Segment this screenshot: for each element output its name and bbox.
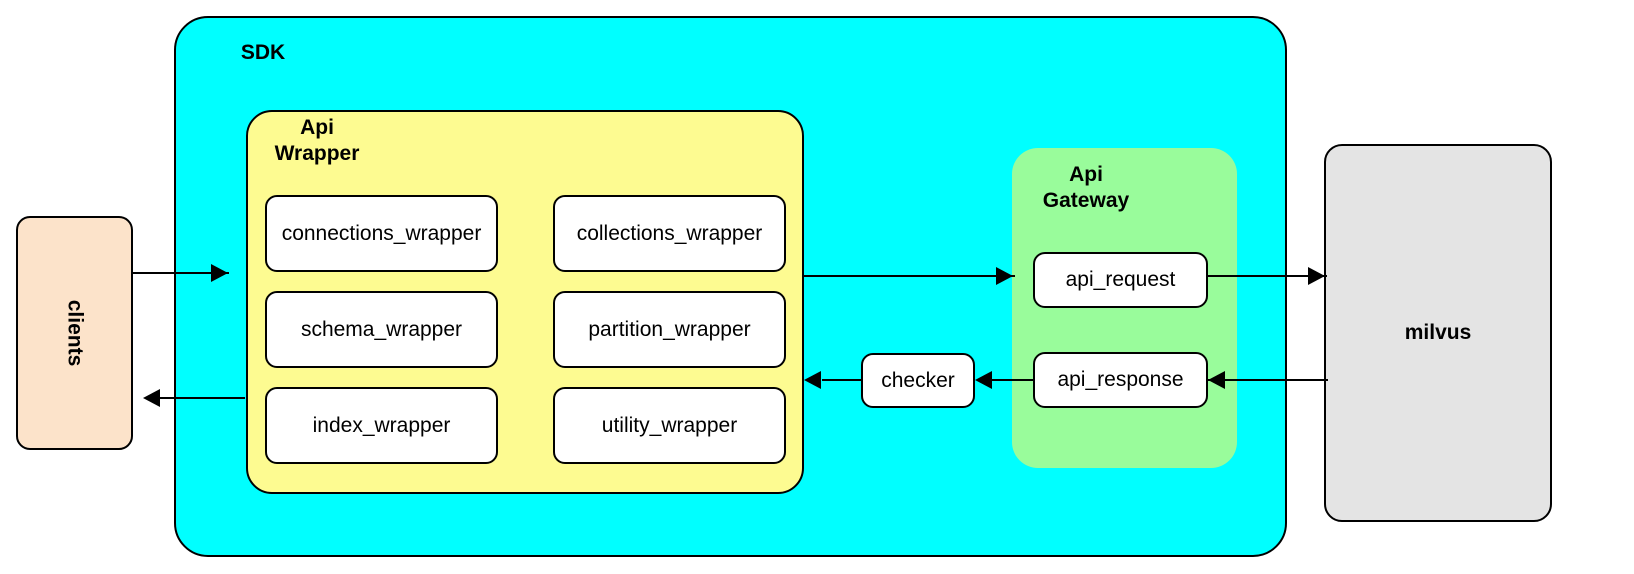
module-utility-wrapper[interactable]: utility_wrapper — [553, 387, 786, 464]
container-api-gateway[interactable] — [1012, 148, 1237, 468]
module-label: index_wrapper — [312, 413, 451, 437]
module-api-response[interactable]: api_response — [1033, 352, 1208, 408]
actor-clients-label: clients — [63, 299, 87, 367]
module-index-wrapper[interactable]: index_wrapper — [265, 387, 498, 464]
actor-milvus[interactable]: milvus — [1324, 144, 1552, 522]
module-label: utility_wrapper — [601, 413, 738, 437]
module-api-request[interactable]: api_request — [1033, 252, 1208, 308]
module-schema-wrapper[interactable]: schema_wrapper — [265, 291, 498, 368]
actor-clients[interactable]: clients — [16, 216, 133, 450]
module-label: collections_wrapper — [576, 221, 763, 245]
module-checker[interactable]: checker — [861, 353, 975, 408]
module-label: partition_wrapper — [588, 317, 751, 341]
module-label: api_request — [1065, 268, 1176, 291]
module-partition-wrapper[interactable]: partition_wrapper — [553, 291, 786, 368]
module-connections-wrapper[interactable]: connections_wrapper — [265, 195, 498, 272]
module-label: api_response — [1057, 368, 1184, 391]
module-label: schema_wrapper — [300, 317, 463, 341]
module-label: checker — [881, 368, 955, 392]
module-label: connections_wrapper — [281, 221, 482, 245]
actor-milvus-label: milvus — [1404, 321, 1472, 344]
module-collections-wrapper[interactable]: collections_wrapper — [553, 195, 786, 272]
